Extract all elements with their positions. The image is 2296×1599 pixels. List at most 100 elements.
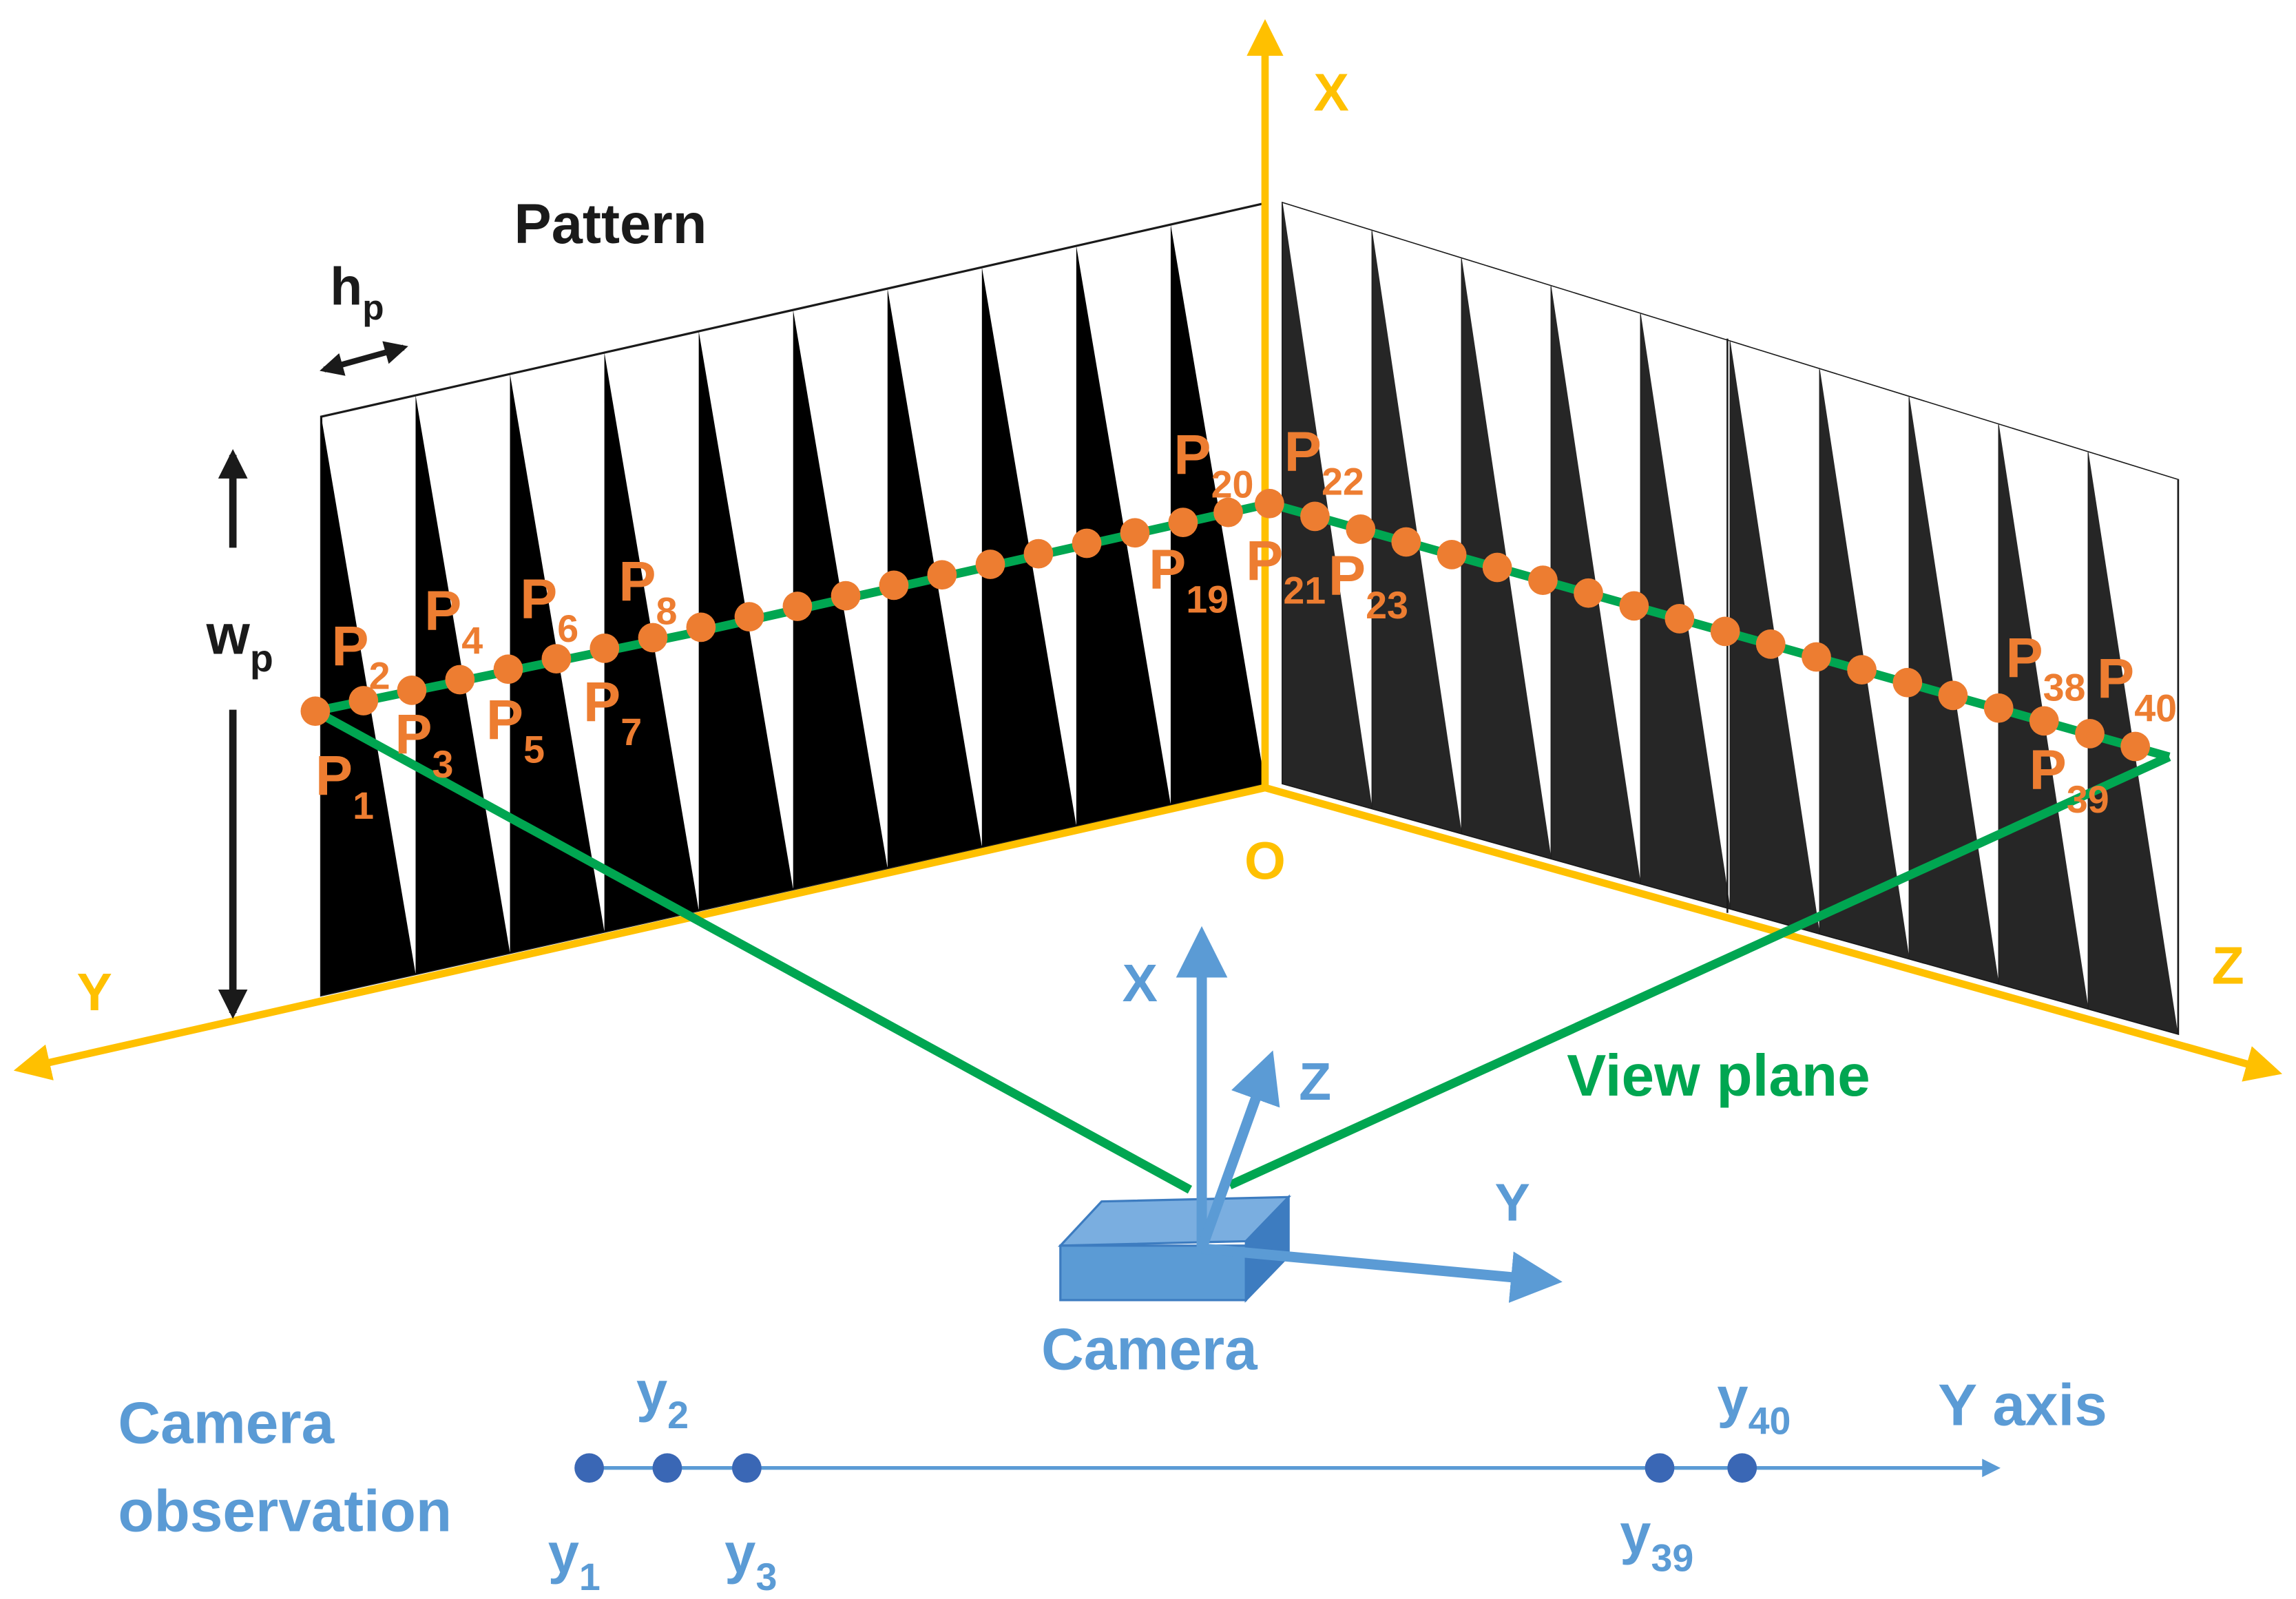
observation-label-y3: y3 (724, 1523, 777, 1599)
point-label-main: P (315, 745, 353, 808)
observation-label-y2: y2 (636, 1360, 689, 1436)
observation-label-main: y (1717, 1366, 1748, 1429)
point-label-sub: 1 (353, 784, 374, 827)
camera: X Z Y Camera (1041, 926, 1563, 1382)
point-label-main: P (331, 615, 368, 678)
camera-observation-line1: Camera (118, 1390, 335, 1456)
point-label-P4: P4 (424, 580, 483, 662)
observation-point (652, 1453, 682, 1483)
camera-x-label: X (1123, 954, 1158, 1013)
observation-label-sub: 2 (667, 1394, 689, 1436)
sample-point (1120, 518, 1150, 548)
world-z-axis (1264, 784, 2283, 1082)
observation-label-main: y (548, 1523, 579, 1585)
sample-point (2075, 719, 2105, 749)
point-label-P2: P2 (331, 615, 390, 697)
sample-point (2029, 706, 2059, 736)
point-label-P22: P22 (1284, 421, 1364, 503)
point-label-main: P (2097, 647, 2134, 710)
point-label-P38: P38 (2005, 627, 2085, 709)
observation-label-main: y (636, 1360, 667, 1423)
point-label-sub: 4 (461, 619, 483, 662)
sample-point (1938, 680, 1968, 711)
point-label-P23: P23 (1328, 545, 1408, 627)
sample-point (1755, 629, 1786, 659)
point-label-main: P (2005, 627, 2043, 690)
observation-label-y40: y40 (1717, 1366, 1791, 1443)
sample-point (1391, 527, 1421, 557)
sample-point (1437, 540, 1467, 569)
sample-points (300, 488, 2150, 762)
right-wall-white-triangle (1461, 258, 1552, 859)
observation-point (731, 1453, 762, 1483)
point-label-sub: 22 (1322, 460, 1364, 503)
point-label-sub: 23 (1366, 584, 1408, 627)
sample-point (589, 634, 620, 663)
point-label-P1: P1 (315, 745, 374, 827)
sample-point (1802, 642, 1831, 672)
sample-point (879, 570, 909, 600)
sample-point (638, 623, 668, 653)
sample-point (686, 612, 716, 642)
world-axes: X Y Z O (13, 19, 2283, 1082)
camera-label: Camera (1041, 1317, 1258, 1382)
point-label-main: P (395, 704, 432, 766)
sample-point (1346, 514, 1376, 544)
sample-point (300, 696, 331, 727)
point-label-P7: P7 (583, 671, 642, 753)
sample-point (1213, 497, 1243, 527)
point-label-sub: 3 (432, 743, 454, 786)
point-label-P39: P39 (2029, 739, 2109, 821)
sample-point (1847, 655, 1877, 685)
view-plane-left-edge (313, 707, 1193, 1194)
world-origin-label: O (1244, 831, 1286, 890)
sample-point (782, 592, 813, 621)
point-label-main: P (1173, 424, 1211, 486)
world-x-label: X (1314, 63, 1349, 122)
sample-point (927, 560, 957, 590)
hp-arrow (320, 341, 408, 376)
point-label-P21: P21 (1246, 530, 1326, 612)
sample-point (2120, 731, 2150, 762)
sample-point (1892, 667, 1923, 698)
point-label-P19: P19 (1149, 539, 1229, 620)
right-wall-white-triangle (1282, 203, 1373, 808)
wp-label: wp (206, 603, 273, 680)
point-label-main: P (424, 580, 461, 642)
observation-label-y39: y39 (1620, 1503, 1693, 1580)
observation-y-axis-label: Y axis (1938, 1373, 2107, 1439)
point-label-sub: 39 (2067, 778, 2109, 821)
point-label-main: P (618, 550, 656, 613)
sample-point (1300, 501, 1330, 532)
observation-point (1645, 1453, 1675, 1483)
point-label-sub: 40 (2134, 687, 2177, 730)
observation-label-sub: 39 (1651, 1536, 1693, 1579)
hp-label: hp (330, 258, 384, 327)
sample-point (1023, 539, 1054, 569)
sample-point (348, 686, 379, 715)
point-label-sub: 20 (1211, 463, 1254, 506)
observation-point (1727, 1453, 1757, 1483)
point-label-P5: P5 (486, 689, 545, 771)
point-label-sub: 38 (2043, 667, 2086, 709)
sample-point (1619, 591, 1649, 621)
sample-point (445, 665, 475, 695)
sample-point (397, 675, 427, 705)
sample-point (1983, 693, 2014, 723)
point-label-sub: 6 (557, 607, 578, 650)
point-label-P40: P40 (2097, 647, 2177, 729)
point-label-P6: P6 (520, 568, 578, 650)
observation-label-sub: 3 (755, 1556, 777, 1598)
pattern-label: Pattern (514, 193, 707, 255)
observation-label-main: y (1620, 1503, 1651, 1566)
point-label-sub: 5 (523, 729, 545, 771)
world-y-axis (13, 784, 1266, 1080)
point-label-sub: 8 (656, 590, 678, 633)
point-label-P3: P3 (395, 704, 453, 786)
observation-label-sub: 40 (1749, 1400, 1791, 1443)
point-label-P20: P20 (1173, 424, 1253, 505)
sample-point (1664, 604, 1695, 634)
